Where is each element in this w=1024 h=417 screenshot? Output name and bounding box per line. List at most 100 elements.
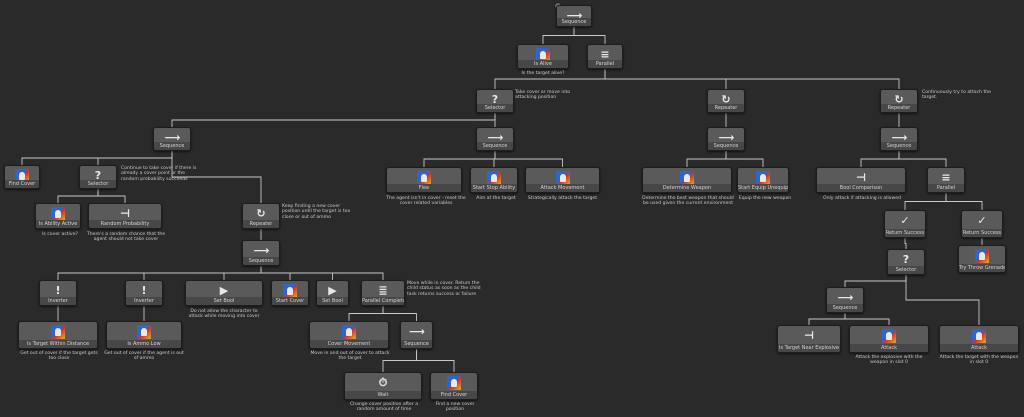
node-is-ammo-low[interactable]: Is Ammo Low (106, 321, 182, 349)
node-set-bool-1[interactable]: ▶Set Bool (185, 280, 263, 306)
node-attack-2[interactable]: Attack (939, 325, 1019, 353)
node-sequence-attack[interactable]: ⟶Sequence (880, 127, 918, 151)
node-label: Repeater (249, 221, 273, 227)
node-cover-movement[interactable]: Cover Movement (309, 321, 389, 349)
node-sequence-wait[interactable]: ⟶Sequence (400, 321, 433, 349)
node-label: Parallel (595, 61, 615, 67)
node-title-bar (962, 229, 1002, 237)
node-title-bar (959, 264, 1005, 272)
task-icon (487, 171, 501, 185)
node-return-success-2[interactable]: ✓Return Success (961, 210, 1003, 238)
sequence-icon: ⟶ (891, 131, 908, 144)
node-label: Parallel Complete (362, 298, 404, 304)
node-title-bar (362, 297, 404, 305)
node-label: Wait (377, 392, 389, 398)
sequence-icon: ⟶ (164, 131, 181, 144)
edge-sequence_weapon-start_equip_unequip (725, 151, 764, 167)
node-determine-weapon[interactable]: Determine Weapon (642, 167, 732, 193)
node-sequence-flee[interactable]: ⟶Sequence (476, 127, 514, 151)
node-label: Find Cover (440, 392, 468, 398)
node-title-bar (518, 60, 568, 68)
task-icon (137, 325, 151, 339)
node-return-success-1[interactable]: ✓Return Success (884, 210, 926, 238)
edge-selector_cover-is_ability_active (57, 189, 99, 203)
node-label: Random Probability (100, 221, 150, 227)
node-title-bar (477, 142, 513, 150)
node-title-bar (738, 184, 788, 192)
node-label: Parallel (936, 185, 956, 191)
node-repeater-cover[interactable]: ↻Repeater (242, 203, 280, 229)
node-label: Sequence (404, 341, 429, 347)
node-title-bar (477, 104, 513, 112)
node-try-throw-grenade[interactable]: Try Throw Grenade (958, 245, 1006, 273)
node-title-bar (888, 266, 924, 274)
task-icon (51, 207, 65, 221)
node-repeater-right[interactable]: ↻Repeater (880, 89, 918, 113)
inverter-icon: ! (141, 284, 147, 297)
node-title-bar (881, 104, 917, 112)
node-is-target-within-distance[interactable]: Is Target Within Distance (18, 321, 98, 349)
node-title-bar (345, 391, 421, 399)
node-title-bar (431, 391, 477, 399)
node-is-ability-active[interactable]: Is Ability Active (35, 203, 81, 229)
node-title-bar (471, 184, 517, 192)
node-sequence-explosive[interactable]: ⟶Sequence (826, 287, 864, 313)
bool-icon: ⊣ (855, 171, 867, 184)
node-attack-movement[interactable]: Attack Movement (525, 167, 600, 193)
node-sequence-inner[interactable]: ⟶Sequence (242, 240, 280, 266)
node-parallel-right[interactable]: ≡Parallel (927, 167, 965, 193)
node-parallel-top[interactable]: ≡Parallel (587, 44, 623, 69)
sequence-icon: ⟶ (487, 131, 504, 144)
node-is-target-near-explosive[interactable]: ⊣Is Target Near Explosive (777, 325, 841, 353)
node-attack-1[interactable]: Attack (849, 325, 929, 353)
node-title-bar (885, 229, 925, 237)
node-sequence-cover[interactable]: ⟶Sequence (153, 127, 191, 151)
node-is-alive[interactable]: Is Alive (517, 44, 569, 69)
node-sequence-weapon[interactable]: ⟶Sequence (707, 127, 745, 151)
node-inverter-2[interactable]: !Inverter (125, 280, 163, 306)
node-inverter-1[interactable]: !Inverter (39, 280, 77, 306)
node-title-bar (850, 344, 928, 352)
node-label: Attack (881, 345, 897, 351)
edge-parallel_complete-cover_movement (348, 306, 384, 321)
node-title-bar (778, 344, 840, 352)
edge-sequence_cover-repeater_cover (171, 151, 262, 203)
node-comment: Continuously try to attach the target. (922, 90, 992, 101)
node-title-bar (526, 184, 599, 192)
task-icon (680, 171, 694, 185)
edge-selector_main-sequence_cover (171, 113, 496, 127)
wait-icon: ⏱ (378, 376, 388, 389)
node-repeater-mid[interactable]: ↻Repeater (707, 89, 745, 113)
play-icon: ▶ (219, 284, 229, 297)
node-random-probability[interactable]: ⊣Random Probability (88, 203, 162, 229)
node-start-cover[interactable]: Start Cover (271, 280, 309, 306)
parallel-icon: ≡ (941, 171, 951, 184)
node-label: Selector (895, 267, 917, 273)
node-start-stop-ability[interactable]: Start Stop Ability (470, 167, 518, 193)
edge-sequence_wait-find_cover_2 (416, 349, 455, 372)
node-root[interactable]: ⟶Sequence (556, 5, 592, 27)
node-label: Determine Weapon (662, 185, 712, 191)
node-wait[interactable]: ⏱ Wait (344, 372, 422, 400)
edge-sequence_explosive-attack_1 (844, 313, 890, 325)
node-selector-right[interactable]: ?Selector (887, 249, 925, 275)
node-set-bool-2[interactable]: ▶Set Bool (316, 280, 349, 306)
node-find-cover[interactable]: Find Cover (4, 165, 40, 189)
node-label: Is Ammo Low (127, 341, 161, 347)
edge-selector_right-attack_2 (905, 275, 980, 325)
bool-icon: ⊣ (119, 207, 131, 220)
node-selector-cover[interactable]: ?Selector (79, 165, 117, 189)
node-title-bar (708, 142, 744, 150)
node-flee[interactable]: Flee (386, 167, 462, 193)
node-label: Try Throw Grenade (959, 265, 1005, 271)
node-comment: Change cover position after a random amo… (349, 402, 419, 413)
node-bool-comparison[interactable]: ⊣Bool Comparison (816, 167, 906, 193)
node-start-equip-unequip[interactable]: Start Equip Unequip (737, 167, 789, 193)
task-icon (283, 284, 297, 298)
node-parallel-complete[interactable]: ≣Parallel Complete (361, 280, 405, 306)
node-selector-main[interactable]: ?Selector (476, 89, 514, 113)
node-find-cover-2[interactable]: Find Cover (430, 372, 478, 400)
edge-sequence_inner-set_bool_1 (223, 266, 262, 280)
node-label: Sequence (561, 19, 587, 25)
